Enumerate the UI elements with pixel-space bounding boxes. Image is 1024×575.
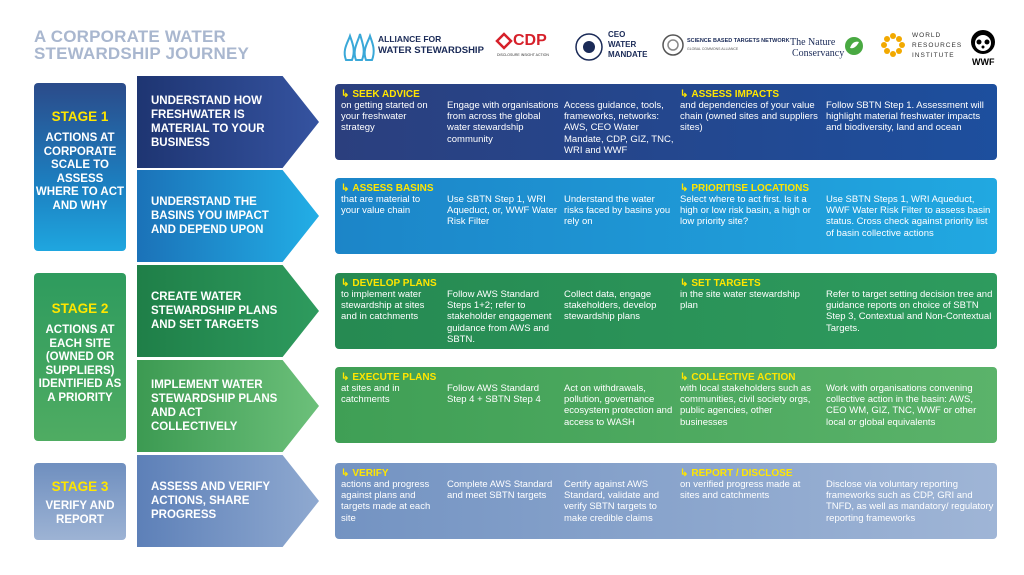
sbtn-circle-icon (662, 34, 684, 56)
stage-3-label: STAGE 3 (51, 479, 109, 494)
cell-2-4-text: Select where to act first. Is it a high … (680, 194, 811, 228)
arrow-row-1: UNDERSTAND HOW FRESHWATER IS MATERIAL TO… (137, 76, 319, 168)
cell-3-4-head: SET TARGETS (691, 278, 761, 289)
arrow-row-3-label: CREATE WATER STEWARDSHIP PLANS AND SET T… (151, 291, 278, 331)
stage-3-desc: VERIFY AND REPORT (45, 500, 115, 526)
arrow-row-5: ASSESS AND VERIFY ACTIONS, SHARE PROGRES… (137, 455, 319, 547)
cell-5-3: Certify against AWS Standard, validate a… (564, 479, 660, 524)
cell-5-2: Complete AWS Standard and meet SBTN targ… (447, 479, 553, 502)
stage-1-desc: ACTIONS AT CORPORATE SCALE TO ASSESS WHE… (35, 132, 125, 212)
cell-3-1-head: DEVELOP PLANS (352, 278, 437, 289)
arrow-row-1-label: UNDERSTAND HOW FRESHWATER IS MATERIAL TO… (151, 95, 265, 149)
corner-arrow-icon: ↳ (341, 278, 350, 289)
cell-5-1: ↳VERIFY actions and progress against pla… (341, 468, 441, 524)
cell-5-4: ↳REPORT / DISCLOSE on verified progress … (680, 468, 820, 501)
panel-row-2: ↳ASSESS BASINS that are material to your… (335, 178, 997, 254)
corner-arrow-icon: ↳ (680, 183, 689, 194)
cell-1-3: Access guidance, tools, frameworks, netw… (564, 100, 674, 156)
wri-logo: WORLD RESOURCES INSTITUTE (880, 28, 961, 68)
cell-4-3: Act on withdrawals, pollution, governanc… (564, 383, 673, 428)
wwf-logo: WWF (968, 26, 1000, 70)
corner-arrow-icon: ↳ (680, 372, 689, 383)
cell-3-3: Collect data, engage stakeholders, devel… (564, 289, 657, 323)
cell-5-1-head: VERIFY (352, 468, 389, 479)
cell-5-1-text: actions and progress against plans and t… (341, 479, 431, 524)
cell-2-5: Use SBTN Steps 1, WRI Aqueduct, WWF Wate… (826, 194, 991, 239)
panel-row-3: ↳DEVELOP PLANS to implement water stewar… (335, 273, 997, 349)
corner-arrow-icon: ↳ (680, 89, 689, 100)
cdp-logo: CDP DISCLOSURE INSIGHT ACTION (495, 32, 549, 57)
tnc-logo: The Nature Conservancy (790, 32, 866, 62)
corner-arrow-icon: ↳ (341, 183, 350, 194)
stage-3-box: STAGE 3 VERIFY AND REPORT (34, 463, 126, 540)
cell-4-4: ↳COLLECTIVE ACTION with local stakeholde… (680, 372, 820, 428)
arrow-row-2: UNDERSTAND THE BASINS YOU IMPACT AND DEP… (137, 170, 319, 262)
stage-1-box: STAGE 1 ACTIONS AT CORPORATE SCALE TO AS… (34, 83, 126, 251)
panel-row-5: ↳VERIFY actions and progress against pla… (335, 463, 997, 539)
cell-3-2: Follow AWS Standard Steps 1+2; refer to … (447, 289, 552, 345)
cell-1-1-text: on getting started on your freshwater st… (341, 100, 428, 134)
globe-icon (575, 33, 603, 61)
cell-2-2: Use SBTN Step 1, WRI Aqueduct, or, WWF W… (447, 194, 557, 228)
cell-1-2: Engage with organisations from across th… (447, 100, 559, 145)
corner-arrow-icon: ↳ (680, 278, 689, 289)
arrow-row-4: IMPLEMENT WATER STEWARDSHIP PLANS AND AC… (137, 360, 319, 452)
cell-2-4: ↳PRIORITISE LOCATIONS Select where to ac… (680, 183, 820, 228)
cell-4-5: Work with organisations convening collec… (826, 383, 977, 428)
cell-5-4-head: REPORT / DISCLOSE (691, 468, 793, 479)
wri-flower-icon (881, 33, 905, 57)
cell-3-4-text: in the site water stewardship plan (680, 289, 800, 312)
panel-row-1: ↳SEEK ADVICE on getting started on your … (335, 84, 997, 160)
cell-1-5: Follow SBTN Step 1. Assessment will high… (826, 100, 984, 134)
cell-2-1-text: that are material to your value chain (341, 194, 421, 217)
cell-3-1: ↳DEVELOP PLANS to implement water stewar… (341, 278, 441, 323)
cell-4-1-head: EXECUTE PLANS (352, 372, 437, 383)
cdp-mark-icon (495, 32, 513, 50)
sbtn-logo: SCIENCE BASED TARGETS NETWORK GLOBAL COM… (662, 32, 790, 62)
panda-icon (971, 30, 995, 54)
cell-2-4-head: PRIORITISE LOCATIONS (691, 183, 809, 194)
aws-logo: ALLIANCE FOR WATER STEWARDSHIP (340, 30, 484, 66)
arrow-row-5-label: ASSESS AND VERIFY ACTIONS, SHARE PROGRES… (151, 481, 270, 521)
ceo-water-mandate-logo: CEO WATER MANDATE (574, 26, 647, 70)
cell-1-1-head: SEEK ADVICE (352, 89, 420, 100)
cell-3-4: ↳SET TARGETS in the site water stewardsh… (680, 278, 820, 311)
cell-4-4-text: with local stakeholders such as communit… (680, 383, 811, 428)
corner-arrow-icon: ↳ (341, 89, 350, 100)
cell-2-1: ↳ASSESS BASINS that are material to your… (341, 183, 441, 216)
leaf-globe-icon (845, 37, 863, 55)
cell-2-3: Understand the water risks faced by basi… (564, 194, 671, 228)
cell-4-2: Follow AWS Standard Step 4 + SBTN Step 4 (447, 383, 541, 406)
corner-arrow-icon: ↳ (341, 372, 350, 383)
cell-5-5: Disclose via voluntary reporting framewo… (826, 479, 994, 524)
page-title: A CORPORATE WATER STEWARDSHIP JOURNEY (34, 27, 250, 63)
cell-3-5: Refer to target setting decision tree an… (826, 289, 993, 334)
arrow-row-3: CREATE WATER STEWARDSHIP PLANS AND SET T… (137, 265, 319, 357)
water-drop-icon (343, 32, 375, 61)
cell-4-1: ↳EXECUTE PLANS at sites and in catchment… (341, 372, 441, 405)
partner-logos: ALLIANCE FOR WATER STEWARDSHIP CDP DISCL… (340, 26, 1010, 70)
stage-2-desc: ACTIONS AT EACH SITE (OWNED OR SUPPLIERS… (38, 324, 122, 404)
cell-4-1-text: at sites and in catchments (341, 383, 400, 406)
cell-1-4-text: and dependencies of your value chain (ow… (680, 100, 818, 134)
corner-arrow-icon: ↳ (341, 468, 350, 479)
stage-2-box: STAGE 2 ACTIONS AT EACH SITE (OWNED OR S… (34, 273, 126, 441)
cell-4-4-head: COLLECTIVE ACTION (691, 372, 796, 383)
cell-1-4: ↳ASSESS IMPACTS and dependencies of your… (680, 89, 820, 134)
cell-1-1: ↳SEEK ADVICE on getting started on your … (341, 89, 441, 134)
stage-1-label: STAGE 1 (51, 109, 109, 124)
arrow-row-4-label: IMPLEMENT WATER STEWARDSHIP PLANS AND AC… (151, 379, 278, 433)
panel-row-4: ↳EXECUTE PLANS at sites and in catchment… (335, 367, 997, 443)
arrow-row-2-label: UNDERSTAND THE BASINS YOU IMPACT AND DEP… (151, 196, 269, 236)
cell-3-1-text: to implement water stewardship at sites … (341, 289, 425, 323)
stage-2-label: STAGE 2 (51, 301, 109, 316)
cell-2-1-head: ASSESS BASINS (352, 183, 434, 194)
corner-arrow-icon: ↳ (680, 468, 689, 479)
cell-1-4-head: ASSESS IMPACTS (691, 89, 779, 100)
cell-5-4-text: on verified progress made at sites and c… (680, 479, 801, 502)
